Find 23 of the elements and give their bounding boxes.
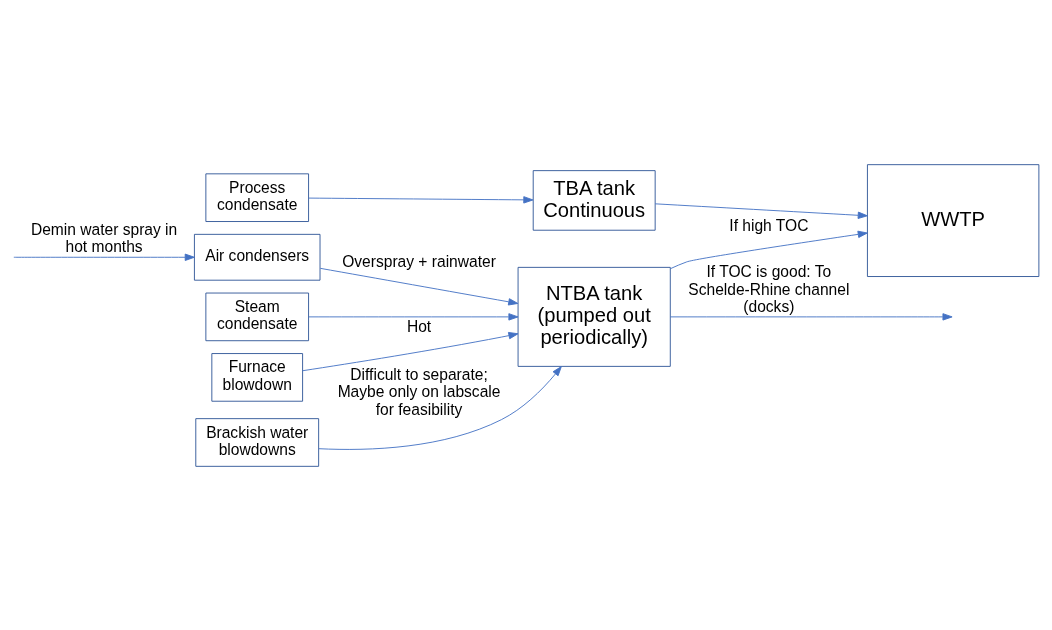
edge-label: Hot	[406, 317, 432, 335]
node-box: TBA tank Continuous	[532, 169, 656, 231]
node-box: Furnace blowdown	[211, 352, 304, 402]
edge-label: Difficult to separate; Maybe only on labscale for feasibility	[337, 365, 501, 418]
node-box: WWTP	[866, 163, 1040, 277]
node-box: NTBA tank (pumped out periodically)	[517, 266, 671, 367]
arrow	[302, 331, 519, 371]
arrow	[654, 202, 868, 219]
arrow	[308, 195, 534, 204]
arrow	[13, 253, 195, 261]
arrow	[670, 230, 868, 269]
arrow	[669, 312, 953, 321]
node-box: Brackish water blowdowns	[195, 417, 320, 467]
edge-label: If high TOC	[729, 216, 809, 234]
arrow	[308, 312, 519, 321]
edge-label: Overspray + rainwater	[342, 252, 496, 270]
node-box: Steam condensate	[205, 292, 309, 341]
node-box: Air condensers	[193, 233, 321, 281]
node-box: Process condensate	[205, 172, 309, 222]
edge-label: If TOC is good: To Schelde-Rhine channel (docks)	[688, 262, 850, 315]
arrow	[319, 267, 519, 305]
edge-label: Demin water spray in hot months	[30, 220, 178, 255]
arrow	[318, 365, 562, 450]
